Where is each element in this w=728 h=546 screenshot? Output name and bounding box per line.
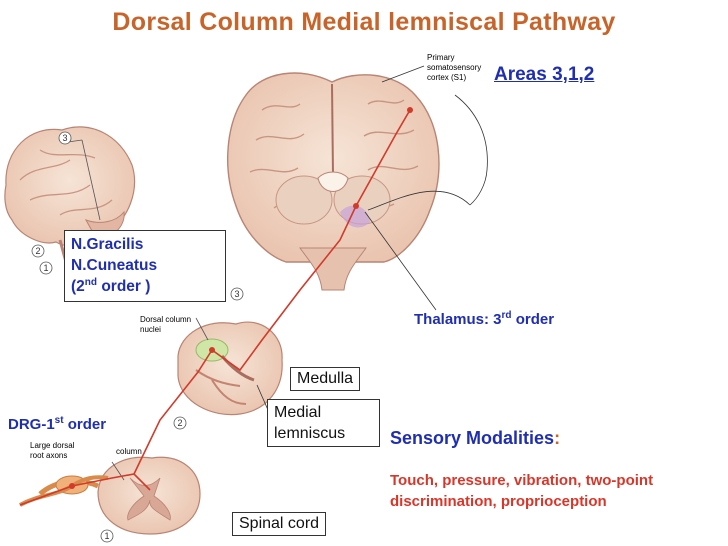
sensory-heading-colon: : [554,428,560,448]
dorsal-column-nuclei-line1: Dorsal column [140,315,191,324]
thalamus-sup: rd [502,310,512,321]
areas-label: Areas 3,1,2 [494,64,594,86]
sensory-heading-text: Sensory Modalities [390,428,554,448]
drg-prefix: DRG-1 [8,416,55,433]
dorsal-column-nuclei-box: N.Gracilis N.Cuneatus (2nd order ) [64,230,226,302]
thalamus-suffix: order [512,311,555,328]
marker-label: 3 [62,133,67,143]
primary-cortex-line1: Primary [427,53,455,62]
medial-lemniscus-line1: Medial [274,402,373,423]
second-order-label: (2nd order ) [71,276,219,297]
drg-label: DRG-1st order [8,416,106,433]
cuneatus-label: N.Cuneatus [71,255,219,276]
drg-sup: st [55,415,64,426]
second-order-prefix: (2 [71,278,85,295]
coronal-brain [228,73,439,290]
drg-suffix: order [64,416,107,433]
sensory-modalities-heading: Sensory Modalities: [390,428,560,449]
medial-lemniscus-line2: lemniscus [274,423,373,444]
primary-cortex-line2: somatosensory [427,63,481,72]
thalamus-prefix: Thalamus: 3 [414,311,502,328]
marker-label: 1 [104,531,109,541]
marker-label: 2 [35,246,40,256]
primary-cortex-line3: cortex (S1) [427,73,466,82]
spinal-cord-label: Spinal cord [232,512,326,536]
large-dorsal-root-line2: root axons [30,451,67,460]
column-label: column [116,447,142,456]
thalamus-label: Thalamus: 3rd order [414,311,554,328]
second-order-suffix: order ) [97,278,150,295]
dorsal-column-nuclei-line2: nuclei [140,325,161,334]
sensory-modalities-body: Touch, pressure, vibration, two-point di… [390,470,710,512]
large-dorsal-root-line1: Large dorsal [30,441,75,450]
marker-label: 3 [234,289,239,299]
marker-label: 1 [43,263,48,273]
second-order-sup: nd [85,277,97,288]
marker-label: 2 [177,418,182,428]
medial-lemniscus-label: Medial lemniscus [267,399,380,447]
gracilis-label: N.Gracilis [71,234,219,255]
medulla-label: Medulla [290,367,360,391]
